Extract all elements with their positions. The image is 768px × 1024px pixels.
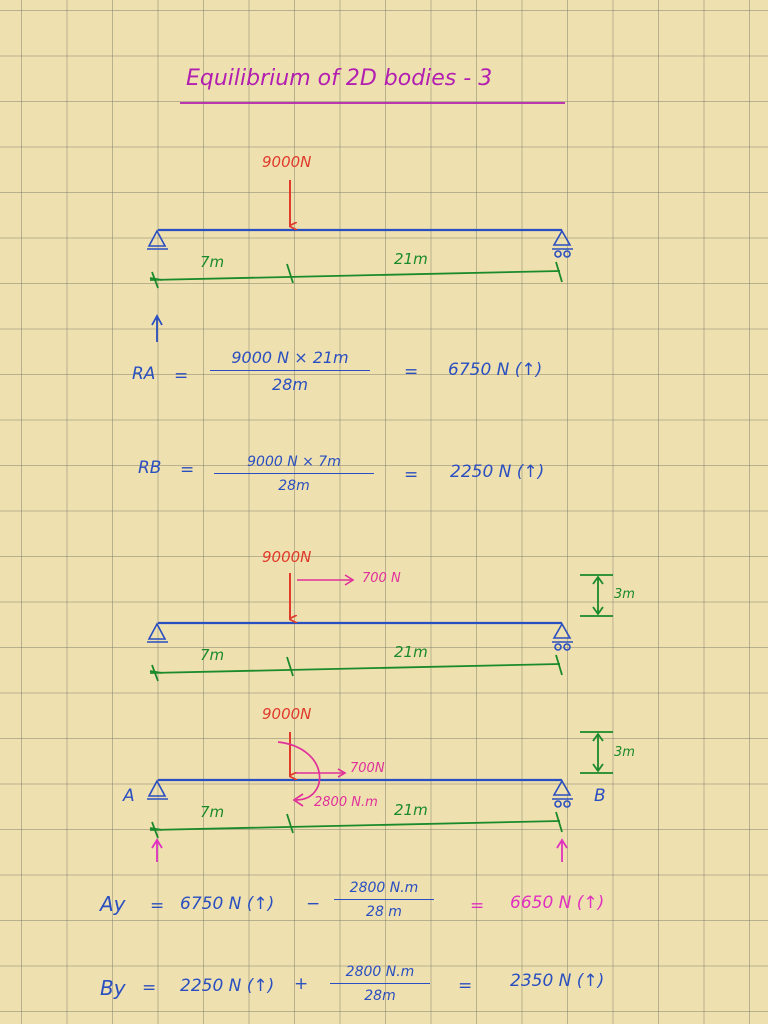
load-label: 9000N: [262, 705, 312, 723]
roller-support-b-icon: [552, 229, 573, 258]
page-title: Equilibrium of 2D bodies - 3: [186, 66, 493, 91]
ay-term1: 6750 N (↑): [180, 894, 275, 914]
ra-equals-2: =: [404, 362, 419, 382]
ay-equals-2: =: [470, 896, 485, 916]
ay-equals: =: [150, 896, 165, 916]
load-label: 9000N: [262, 153, 312, 171]
rb-result: 2250 N (↑): [450, 462, 545, 482]
segment-right-label: 21m: [394, 643, 428, 661]
rb-denominator: 28m: [278, 478, 310, 494]
ay-fraction: 2800 N.m 28 m: [334, 880, 434, 920]
rb-numerator: 9000 N × 7m: [214, 454, 374, 474]
by-lhs: By: [100, 976, 126, 1000]
by-equals: =: [142, 978, 157, 998]
segment-left-label: 7m: [200, 803, 225, 821]
horizontal-load-arrow: [296, 768, 347, 778]
ay-denominator: 28 m: [366, 904, 402, 920]
ay-result: 6650 N (↑): [510, 893, 605, 913]
rb-equals: =: [180, 460, 195, 480]
ay-lhs: Ay: [100, 892, 126, 916]
reaction-arrow-ay: [151, 838, 163, 862]
horizontal-load-label: 700 N: [362, 571, 401, 586]
ay-operator: −: [306, 894, 321, 914]
load-label: 9000N: [262, 548, 312, 566]
by-equals-2: =: [458, 976, 473, 996]
segment-right-label: 21m: [394, 801, 428, 819]
dimension-line: [149, 261, 563, 289]
reaction-arrow-by: [556, 838, 568, 862]
beam-diagram-1: [147, 180, 573, 342]
by-operator: +: [294, 974, 309, 994]
rb-lhs: RB: [138, 458, 162, 478]
roller-support-b-icon: [552, 779, 573, 808]
ra-equals: =: [174, 366, 189, 386]
pin-support-a-icon: [147, 779, 168, 800]
height-label: 3m: [614, 587, 635, 602]
beam-diagram-2: [147, 573, 613, 682]
ra-denominator: 28m: [272, 375, 308, 394]
by-numerator: 2800 N.m: [330, 964, 430, 984]
horizontal-load-arrow: [297, 574, 355, 586]
roller-support-b-icon: [552, 622, 573, 651]
rb-equals-2: =: [404, 465, 419, 485]
by-term1: 2250 N (↑): [180, 976, 275, 996]
segment-left-label: 7m: [200, 253, 225, 271]
point-a-label: A: [123, 786, 135, 806]
by-result: 2350 N (↑): [510, 971, 605, 991]
dimension-line: [149, 811, 563, 839]
rb-fraction: 9000 N × 7m 28m: [214, 454, 374, 494]
height-label: 3m: [614, 745, 635, 760]
ra-fraction: 9000 N × 21m 28m: [210, 348, 370, 394]
dimension-line: [149, 654, 563, 682]
height-dimension: [580, 731, 613, 774]
ra-lhs: RA: [132, 364, 156, 384]
horizontal-load-label: 700N: [350, 761, 385, 776]
moment-label: 2800 N.m: [314, 795, 378, 810]
pin-support-a-icon: [147, 229, 168, 250]
ra-numerator: 9000 N × 21m: [210, 348, 370, 371]
height-dimension: [580, 574, 613, 617]
ay-numerator: 2800 N.m: [334, 880, 434, 900]
point-b-label: B: [594, 786, 606, 806]
segment-left-label: 7m: [200, 646, 225, 664]
pin-support-a-icon: [147, 622, 168, 643]
by-fraction: 2800 N.m 28m: [330, 964, 430, 1004]
ra-result: 6750 N (↑): [448, 360, 543, 380]
beam-diagram-3: [147, 731, 613, 862]
segment-right-label: 21m: [394, 250, 428, 268]
by-denominator: 28m: [364, 988, 396, 1004]
